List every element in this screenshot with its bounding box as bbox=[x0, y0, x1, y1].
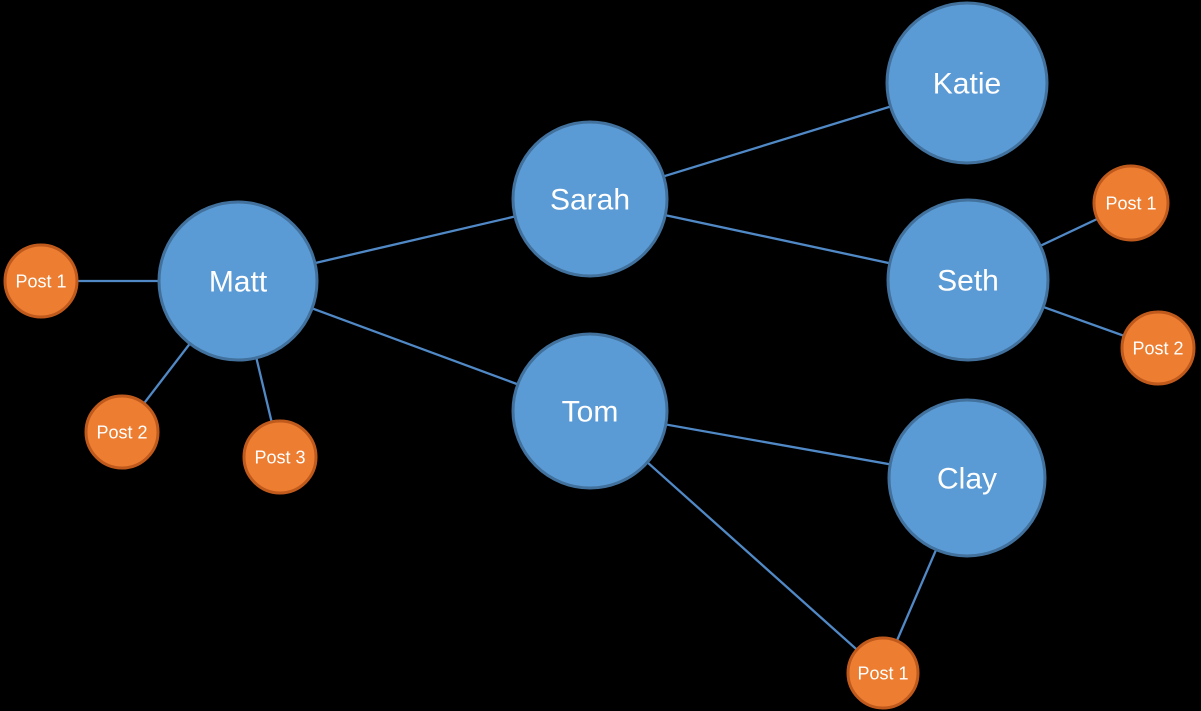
post-circle-post1-matt[interactable] bbox=[3, 243, 79, 319]
node-post2-matt[interactable]: Post 2 bbox=[84, 394, 160, 470]
person-circle-matt[interactable] bbox=[157, 200, 319, 362]
person-circle-tom[interactable] bbox=[511, 332, 669, 490]
node-tom[interactable]: Tom bbox=[511, 332, 669, 490]
person-circle-seth[interactable] bbox=[886, 198, 1050, 362]
post-circle-post2-matt[interactable] bbox=[84, 394, 160, 470]
node-matt[interactable]: Matt bbox=[157, 200, 319, 362]
node-seth[interactable]: Seth bbox=[886, 198, 1050, 362]
node-post1-matt[interactable]: Post 1 bbox=[3, 243, 79, 319]
node-katie[interactable]: Katie bbox=[885, 1, 1049, 165]
node-post1-tom[interactable]: Post 1 bbox=[846, 636, 920, 710]
person-circle-clay[interactable] bbox=[887, 398, 1047, 558]
person-circle-katie[interactable] bbox=[885, 1, 1049, 165]
post-circle-post2-seth[interactable] bbox=[1120, 310, 1196, 386]
node-clay[interactable]: Clay bbox=[887, 398, 1047, 558]
post-circle-post1-tom[interactable] bbox=[846, 636, 920, 710]
post-circle-post1-seth[interactable] bbox=[1092, 164, 1170, 242]
node-post3-matt[interactable]: Post 3 bbox=[242, 419, 318, 495]
person-circle-sarah[interactable] bbox=[511, 120, 669, 278]
node-post1-seth[interactable]: Post 1 bbox=[1092, 164, 1170, 242]
post-circle-post3-matt[interactable] bbox=[242, 419, 318, 495]
node-sarah[interactable]: Sarah bbox=[511, 120, 669, 278]
node-post2-seth[interactable]: Post 2 bbox=[1120, 310, 1196, 386]
